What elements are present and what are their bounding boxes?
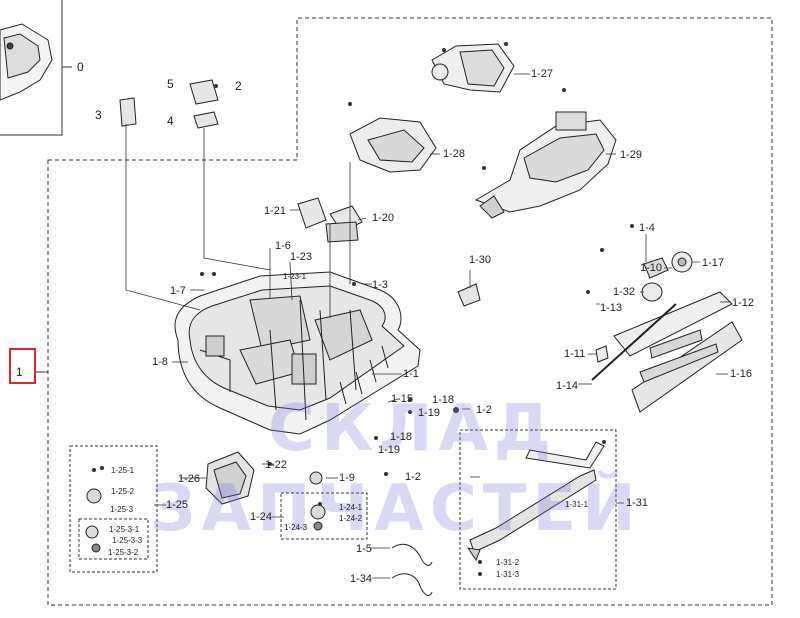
label-1-10[interactable]: 1-10: [640, 262, 663, 274]
label-1-31-1[interactable]: 1-31-1: [565, 500, 589, 509]
label-1-26[interactable]: 1-26: [178, 473, 201, 485]
label-1-31[interactable]: 1-31: [626, 497, 649, 509]
label-1-32[interactable]: 1-32: [613, 286, 636, 298]
label-1-8[interactable]: 1-8: [152, 356, 168, 368]
label-1-31-3[interactable]: 1-31-3: [496, 570, 520, 579]
label-1-12[interactable]: 1-12: [732, 297, 755, 309]
label-2[interactable]: 2: [235, 79, 242, 93]
label-1-22[interactable]: 1-22: [265, 459, 288, 471]
label-1-23[interactable]: 1-23: [290, 251, 313, 263]
label-1-2-a[interactable]: 1-2: [476, 404, 492, 416]
label-1-15[interactable]: 1-15: [391, 393, 414, 405]
label-3[interactable]: 3: [95, 108, 102, 122]
highlight-box: [9, 348, 36, 384]
label-1-25-3-1[interactable]: 1-25-3-1: [109, 525, 140, 534]
label-1-25-3-3[interactable]: 1-25-3-3: [112, 536, 143, 545]
label-1-25-2[interactable]: 1-25-2: [111, 487, 135, 496]
label-1-18-b[interactable]: 1-18: [390, 431, 413, 443]
label-4[interactable]: 4: [167, 114, 174, 128]
label-1-9[interactable]: 1-9: [339, 472, 355, 484]
label-1-1[interactable]: 1-1: [403, 368, 419, 380]
label-5[interactable]: 5: [167, 77, 174, 91]
label-1[interactable]: 1: [16, 365, 23, 379]
label-1-24-2[interactable]: 1-24-2: [339, 514, 363, 523]
label-1-29[interactable]: 1-29: [620, 149, 643, 161]
label-1-5[interactable]: 1-5: [356, 543, 372, 555]
label-1-28[interactable]: 1-28: [443, 148, 466, 160]
label-1-24-1[interactable]: 1-24-1: [339, 503, 363, 512]
label-1-30[interactable]: 1-30: [469, 254, 492, 266]
label-1-4[interactable]: 1-4: [639, 222, 655, 234]
label-1-27[interactable]: 1-27: [531, 68, 554, 80]
label-1-18-a[interactable]: 1-18: [432, 394, 455, 406]
label-1-25-3-2[interactable]: 1-25-3-2: [108, 548, 139, 557]
label-1-34[interactable]: 1-34: [350, 573, 373, 585]
label-1-13[interactable]: 1-13: [600, 302, 623, 314]
label-1-6[interactable]: 1-6: [275, 240, 291, 252]
label-1-11[interactable]: 1-11: [564, 348, 586, 360]
label-1-19-a[interactable]: 1-19: [418, 407, 441, 419]
label-1-19-b[interactable]: 1-19: [378, 444, 401, 456]
label-1-3[interactable]: 1-3: [372, 279, 388, 291]
label-1-25-3[interactable]: 1-25-3: [110, 505, 134, 514]
label-1-2-b[interactable]: 1-2: [405, 471, 421, 483]
label-0[interactable]: 0: [77, 60, 84, 74]
label-1-25[interactable]: 1-25: [166, 499, 189, 511]
label-1-23-1[interactable]: 1-23-1: [283, 272, 307, 281]
label-1-24-3[interactable]: 1-24-3: [284, 523, 308, 532]
label-1-17[interactable]: 1-17: [702, 257, 725, 269]
label-1-7[interactable]: 1-7: [170, 285, 186, 297]
label-1-31-2[interactable]: 1-31-2: [496, 558, 520, 567]
label-1-24[interactable]: 1-24: [250, 511, 273, 523]
label-1-14[interactable]: 1-14: [556, 380, 579, 392]
label-1-16[interactable]: 1-16: [730, 368, 753, 380]
label-1-21[interactable]: 1-21: [264, 205, 287, 217]
label-1-25-1[interactable]: 1-25-1: [111, 466, 135, 475]
label-1-20[interactable]: 1-20: [372, 212, 395, 224]
